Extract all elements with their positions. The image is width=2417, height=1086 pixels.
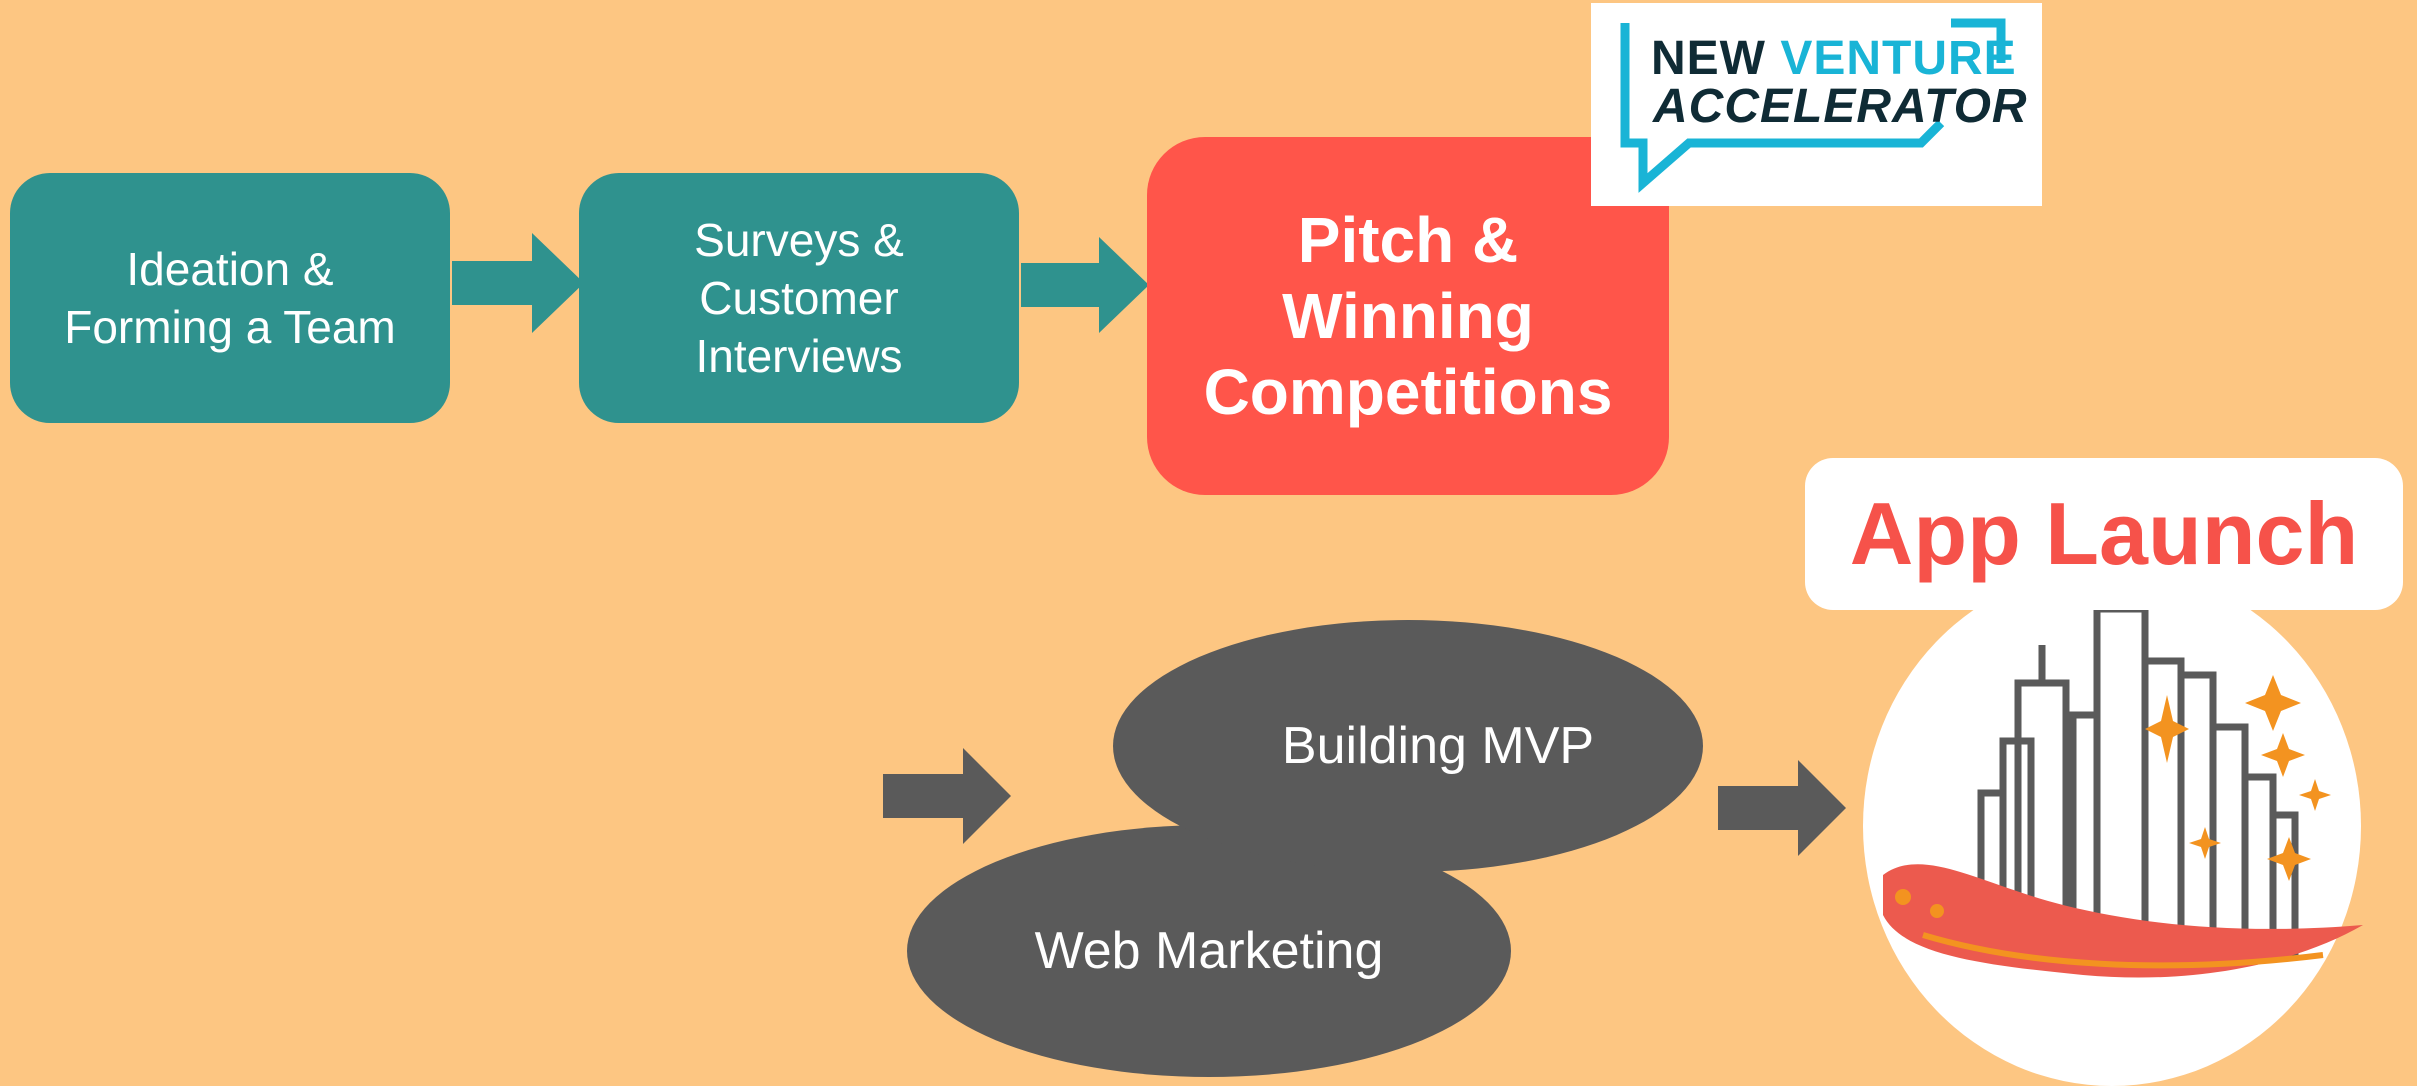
new-venture-accelerator-logo: NEW VENTURE ACCELERATOR (1591, 3, 2042, 206)
app-launch-label-box: App Launch (1805, 458, 2403, 610)
arrow-right-icon (452, 233, 584, 333)
step-surveys-label: Surveys & Customer Interviews (694, 214, 904, 382)
building-mvp-ellipse: Building MVP (1113, 620, 1703, 872)
logo-word-new: NEW (1651, 32, 1766, 85)
app-launch-label: App Launch (1849, 484, 2359, 583)
web-marketing-label: Web Marketing (1034, 922, 1384, 980)
step-ideation-box: Ideation & Forming a Team (10, 173, 450, 423)
step-pitch-box: Pitch & Winning Competitions (1147, 137, 1669, 495)
step-surveys-box: Surveys & Customer Interviews (579, 173, 1019, 423)
city-skyline-icon (1883, 555, 2363, 978)
speech-bubble-icon (1620, 18, 2006, 193)
arrow-right-icon (883, 748, 1011, 844)
arrow-right-icon (1718, 760, 1846, 856)
arrow-right-icon (1021, 237, 1149, 333)
logo-word-accelerator: ACCELERATOR (1653, 80, 2028, 133)
web-marketing-ellipse: Web Marketing (907, 825, 1511, 1077)
step-pitch-label: Pitch & Winning Competitions (1203, 204, 1613, 428)
building-mvp-label: Building MVP (1281, 717, 1595, 775)
launch-circle (1863, 566, 2361, 1086)
step-ideation-label: Ideation & Forming a Team (64, 243, 396, 353)
logo-word-venture: VENTURE (1780, 32, 2017, 85)
